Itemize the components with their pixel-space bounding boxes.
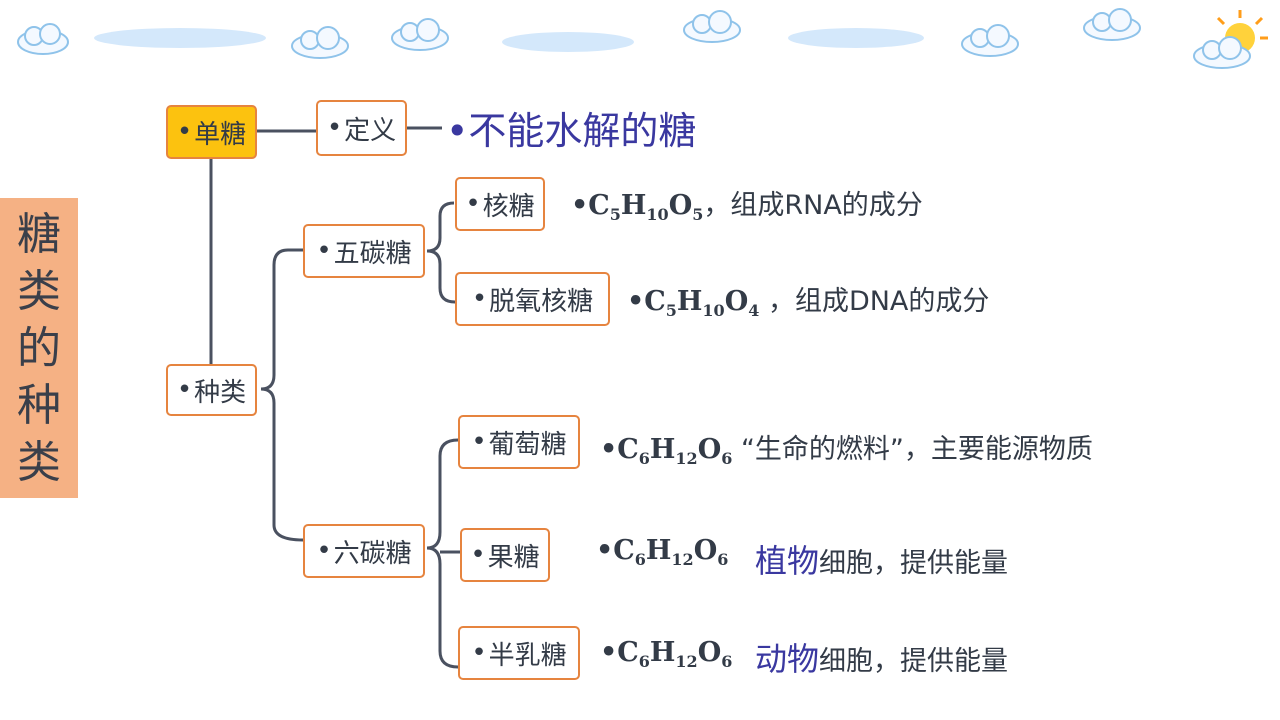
fructose-note: 植物细胞，提供能量 <box>755 536 1008 582</box>
galactose-note: 动物细胞，提供能量 <box>755 634 1008 680</box>
node-pentose: •五碳糖 <box>303 224 425 278</box>
node-definition: •定义 <box>316 100 407 156</box>
node-label: 定义 <box>344 115 397 146</box>
brace <box>426 438 459 669</box>
node-label: 核糖 <box>482 191 535 222</box>
glucose-description: •C6H12O6 “生命的燃料”，主要能源物质 <box>600 427 1093 468</box>
side-title-char: 糖 <box>17 208 61 260</box>
bullet: • <box>471 427 487 457</box>
node-types: •种类 <box>166 364 257 416</box>
description-note: 细胞，提供能量 <box>819 548 1009 579</box>
bullet: • <box>176 117 193 147</box>
description-highlight: 动物 <box>755 640 820 678</box>
side-title-char: 类 <box>17 436 61 488</box>
chemical-formula: C5H10O4 <box>644 286 760 320</box>
bullet: • <box>596 535 614 566</box>
description-note: 细胞，提供能量 <box>819 646 1009 677</box>
node-label: 脱氧核糖 <box>489 286 594 317</box>
side-title-char: 种 <box>17 379 61 431</box>
wispy-cloud-icon <box>502 32 634 52</box>
bullet: • <box>600 434 618 465</box>
node-label: 半乳糖 <box>488 640 567 671</box>
node-label: 果糖 <box>487 542 540 573</box>
description-note: ，组成RNA的成分 <box>703 190 923 221</box>
node-label: 种类 <box>194 377 247 408</box>
description-note: ，组成DNA的成分 <box>759 286 990 317</box>
node-fructose: •果糖 <box>460 528 550 582</box>
wispy-cloud-icon <box>788 28 924 48</box>
sun-icon <box>1193 10 1268 69</box>
node-ribose: •核糖 <box>455 177 545 231</box>
chemical-formula: C6H12O6 <box>617 434 733 468</box>
bullet: • <box>326 113 343 143</box>
cloud-icon <box>391 18 449 51</box>
cloud-icon <box>17 23 69 55</box>
side-title-char: 类 <box>17 265 61 317</box>
bullet: • <box>627 286 645 317</box>
bullet: • <box>316 236 332 266</box>
bullet: • <box>470 540 486 570</box>
bullet: • <box>471 638 487 668</box>
ribose-description: •C5H10O5，组成RNA的成分 <box>571 183 923 224</box>
node-label: 六碳糖 <box>333 538 412 569</box>
side-title: 糖 类 的 种 类 <box>0 198 78 498</box>
cloud-icon <box>683 10 741 43</box>
node-galactose: •半乳糖 <box>458 626 580 680</box>
galactose-description: •C6H12O6 <box>600 637 732 671</box>
node-hexose: •六碳糖 <box>303 524 425 578</box>
description-note: “生命的燃料”，主要能源物质 <box>732 434 1093 465</box>
node-deoxyribose: •脱氧核糖 <box>455 272 610 326</box>
bullet: • <box>471 284 488 314</box>
bullet: • <box>446 109 469 153</box>
node-label: 五碳糖 <box>333 238 412 269</box>
bullet: • <box>176 375 193 405</box>
chemical-formula: C5H10O5 <box>588 190 704 224</box>
cloud-icon <box>1083 8 1141 41</box>
definition-value: 不能水解的糖 <box>468 109 697 153</box>
description-highlight: 植物 <box>755 542 820 580</box>
chemical-formula: C6H12O6 <box>613 535 729 569</box>
side-title-char: 的 <box>17 322 61 374</box>
bullet: • <box>600 637 618 668</box>
node-monosaccharide: •单糖 <box>166 105 257 159</box>
cloud-decoration <box>17 8 1268 69</box>
deoxyribose-description: •C5H10O4 ，组成DNA的成分 <box>627 279 989 320</box>
bullet: • <box>465 189 481 219</box>
chemical-formula: C6H12O6 <box>617 637 733 671</box>
node-glucose: •葡萄糖 <box>458 415 580 469</box>
brace <box>260 248 304 542</box>
cloud-icon <box>961 24 1019 57</box>
fructose-description: •C6H12O6 <box>596 535 728 569</box>
cloud-icon <box>291 26 349 59</box>
definition-text: •不能水解的糖 <box>446 100 696 155</box>
bullet: • <box>571 190 589 221</box>
wispy-cloud-icon <box>94 28 266 48</box>
brace <box>426 201 456 304</box>
node-label: 葡萄糖 <box>488 429 567 460</box>
bullet: • <box>316 536 332 566</box>
node-label: 单糖 <box>194 119 247 150</box>
